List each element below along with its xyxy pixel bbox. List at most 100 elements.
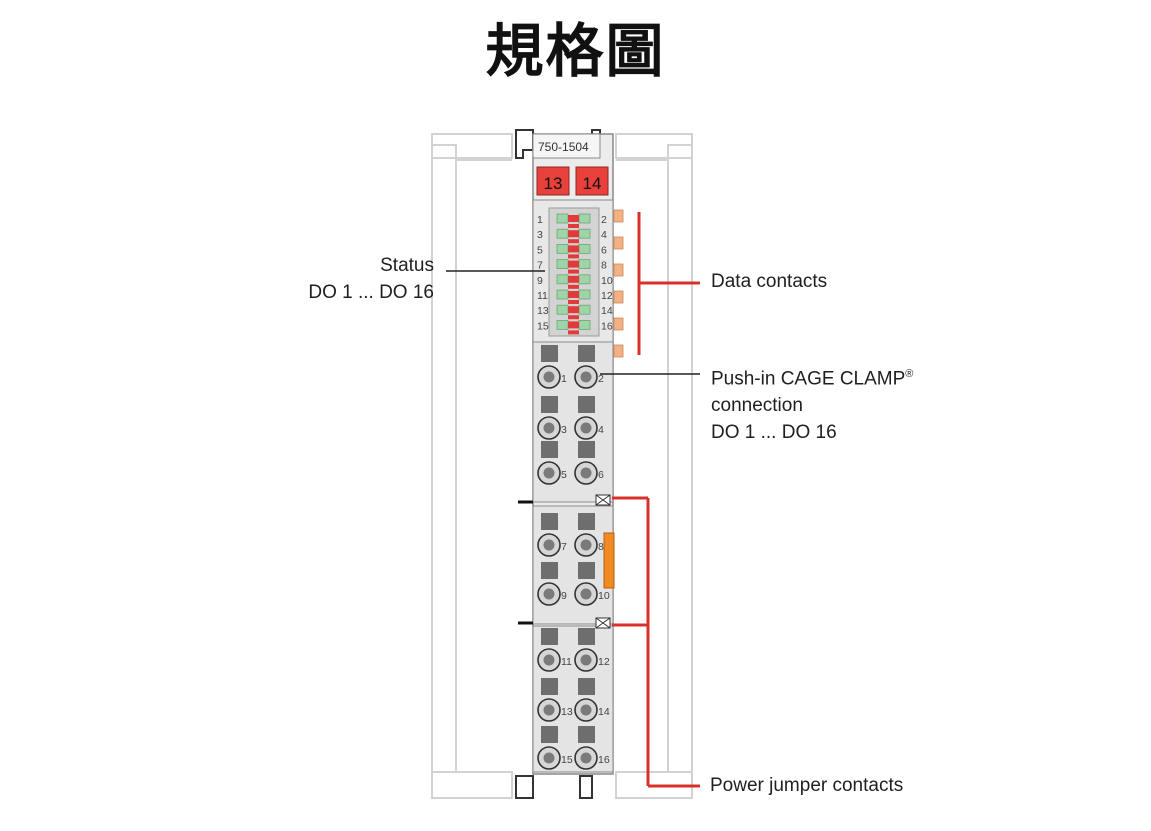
status-led (556, 213, 569, 224)
terminal-hole (543, 371, 555, 383)
terminal-hole (543, 752, 555, 764)
release-button (578, 628, 595, 645)
led-divider (568, 260, 579, 268)
led-label-left: 1 (537, 214, 543, 226)
data-contact (613, 236, 624, 250)
terminal-label: 12 (598, 656, 610, 668)
push-in-line1-text: Push-in CAGE CLAMP (711, 368, 906, 390)
terminal-hole (543, 704, 555, 716)
led-divider (568, 284, 579, 289)
terminal-label: 9 (561, 590, 567, 602)
power-jumper-orange (603, 532, 615, 589)
led-divider (568, 224, 579, 228)
data-contacts (613, 209, 624, 358)
terminal-hole (580, 704, 592, 716)
led-label-right: 2 (601, 214, 607, 226)
release-button (541, 562, 558, 579)
terminal-hole (580, 371, 592, 383)
terminal-hole (580, 467, 592, 479)
status-callout-line1: Status (380, 255, 434, 276)
terminal-label: 2 (598, 373, 604, 385)
data-contacts-callout: Data contacts (711, 268, 827, 295)
led-label-right: 10 (601, 275, 613, 287)
release-button (541, 513, 558, 530)
bottom-latch (515, 775, 593, 799)
jumper-socket-bottom (595, 617, 611, 629)
terminal-label: 11 (561, 656, 572, 668)
push-in-callout: Push-in CAGE CLAMP® connection DO 1 ... … (711, 361, 913, 446)
terminal-label: 5 (561, 469, 567, 481)
data-contact (613, 344, 624, 358)
marker-13 (536, 166, 570, 196)
terminal-label: 15 (561, 754, 573, 766)
led-label-left: 9 (537, 275, 543, 287)
status-led (556, 243, 569, 254)
release-button (541, 726, 558, 743)
data-contacts-label: Data contacts (711, 271, 828, 292)
led-divider (568, 230, 579, 238)
marker-14 (575, 166, 609, 196)
data-contact (613, 209, 624, 223)
release-button (578, 678, 595, 695)
led-divider (568, 275, 579, 283)
led-label-left: 5 (537, 244, 543, 256)
status-led (578, 289, 591, 300)
push-in-registered-mark: ® (905, 368, 914, 380)
terminal-label: 16 (598, 754, 610, 766)
push-in-line3: DO 1 ... DO 16 (711, 422, 837, 444)
marker-14-label: 14 (583, 174, 602, 193)
part-number-strip (532, 133, 601, 159)
data-contact (613, 290, 624, 304)
led-divider (568, 315, 579, 320)
release-button (541, 628, 558, 645)
terminal-hole (543, 588, 555, 600)
status-callout-line2: DO 1 ... DO 16 (308, 282, 434, 303)
terminal-hole (580, 539, 592, 551)
push-in-line2: connection (711, 395, 803, 417)
data-contact (613, 263, 624, 277)
terminal-hole (543, 422, 555, 434)
led-divider (568, 239, 579, 244)
led-divider (568, 215, 579, 222)
din-rail-outline (431, 133, 693, 799)
led-label-right: 6 (601, 244, 607, 256)
status-led (578, 213, 591, 224)
push-in-line1: Push-in CAGE CLAMP® (711, 361, 913, 392)
terminal-label: 13 (561, 706, 573, 718)
status-callout: Status DO 1 ... DO 16 (300, 252, 434, 306)
led-divider (568, 254, 579, 259)
status-led (556, 274, 569, 285)
terminal-hole (543, 467, 555, 479)
release-button (578, 396, 595, 413)
terminal-hole (543, 654, 555, 666)
terminal-label: 14 (598, 706, 610, 718)
status-led (578, 319, 591, 330)
release-button (578, 345, 595, 362)
part-number: 750-1504 (538, 140, 589, 154)
jumper-socket-top (595, 494, 611, 506)
release-button (578, 441, 595, 458)
led-divider (568, 330, 579, 335)
status-led (578, 274, 591, 285)
status-leds (556, 213, 591, 335)
status-led (556, 304, 569, 315)
power-jumper-label: Power jumper contacts (710, 775, 904, 796)
terminal-hole (580, 654, 592, 666)
terminal-hole (543, 539, 555, 551)
led-divider (568, 321, 579, 329)
led-label-right: 16 (601, 320, 613, 332)
status-led (578, 304, 591, 315)
release-button (541, 678, 558, 695)
status-led (556, 289, 569, 300)
power-jumper-callout: Power jumper contacts (710, 772, 903, 799)
terminal-label: 6 (598, 469, 604, 481)
data-contact (613, 317, 624, 331)
status-led (578, 259, 591, 270)
led-label-right: 14 (601, 305, 613, 317)
led-label-left: 15 (537, 320, 549, 332)
release-button (541, 441, 558, 458)
terminal-label: 4 (598, 424, 604, 436)
